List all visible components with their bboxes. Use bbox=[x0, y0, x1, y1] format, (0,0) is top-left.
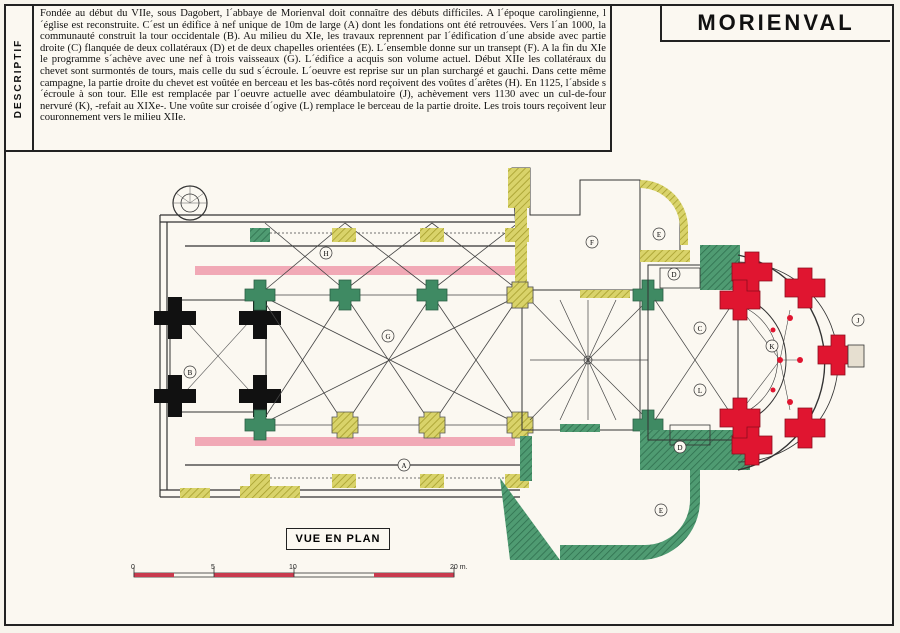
svg-text:E: E bbox=[657, 231, 661, 239]
svg-text:C: C bbox=[698, 325, 703, 333]
scale-tick-5: 5 bbox=[211, 564, 215, 571]
transept bbox=[500, 167, 664, 560]
svg-text:H: H bbox=[323, 250, 328, 258]
zone-label-E-north: E bbox=[652, 227, 666, 241]
nave-walls bbox=[159, 214, 520, 498]
apse-piers bbox=[719, 251, 865, 466]
zone-label-D-south: D bbox=[673, 440, 687, 454]
svg-text:F: F bbox=[590, 239, 594, 247]
plan-label: VUE EN PLAN bbox=[286, 528, 390, 550]
zone-label-L: L bbox=[693, 383, 707, 397]
zone-label-A: A bbox=[397, 458, 411, 472]
svg-text:G: G bbox=[385, 333, 390, 341]
zone-label-C: C bbox=[693, 321, 707, 335]
scale-bar bbox=[133, 567, 455, 578]
zone-labels: A B C D D E E F G H J K L bbox=[183, 227, 865, 517]
zone-label-D-north: D bbox=[667, 267, 681, 281]
zone-label-H: H bbox=[319, 246, 333, 260]
svg-text:D: D bbox=[671, 271, 676, 279]
plan-label-text: VUE EN PLAN bbox=[295, 533, 381, 545]
nave-piers bbox=[244, 279, 534, 441]
zone-label-J: J bbox=[851, 313, 865, 327]
svg-text:B: B bbox=[188, 369, 193, 377]
zone-label-G: G bbox=[381, 329, 395, 343]
western-tower bbox=[154, 297, 281, 417]
scale-tick-10: 10 bbox=[289, 564, 297, 571]
description-text: Fondée au début du VIIe, sous Dagobert, … bbox=[40, 8, 606, 124]
zone-label-K: K bbox=[765, 339, 779, 353]
svg-text:L: L bbox=[698, 387, 702, 395]
scale-tick-0: 0 bbox=[131, 564, 135, 571]
description-panel: DESCRIPTIF Fondée au début du VIIe, sous… bbox=[6, 6, 612, 152]
foundation-strip-south bbox=[195, 437, 515, 446]
zone-label-E-south: E bbox=[654, 503, 668, 517]
south-chapel bbox=[560, 430, 750, 560]
north-chapel bbox=[639, 180, 690, 262]
side-label: DESCRIPTIF bbox=[6, 6, 34, 150]
svg-text:A: A bbox=[401, 462, 406, 470]
svg-text:J: J bbox=[857, 317, 860, 325]
title-panel: MORIENVAL bbox=[660, 6, 890, 42]
foundation-strip-north bbox=[195, 266, 515, 275]
svg-text:K: K bbox=[769, 343, 774, 351]
zone-label-F: F bbox=[585, 235, 599, 249]
zone-label-B: B bbox=[183, 365, 197, 379]
svg-text:D: D bbox=[677, 444, 682, 452]
page-title: MORIENVAL bbox=[697, 10, 855, 35]
nave-vaults bbox=[259, 222, 521, 479]
svg-text:E: E bbox=[659, 507, 663, 515]
scale-tick-20: 20 m. bbox=[450, 564, 468, 571]
stair-turret bbox=[172, 185, 208, 221]
